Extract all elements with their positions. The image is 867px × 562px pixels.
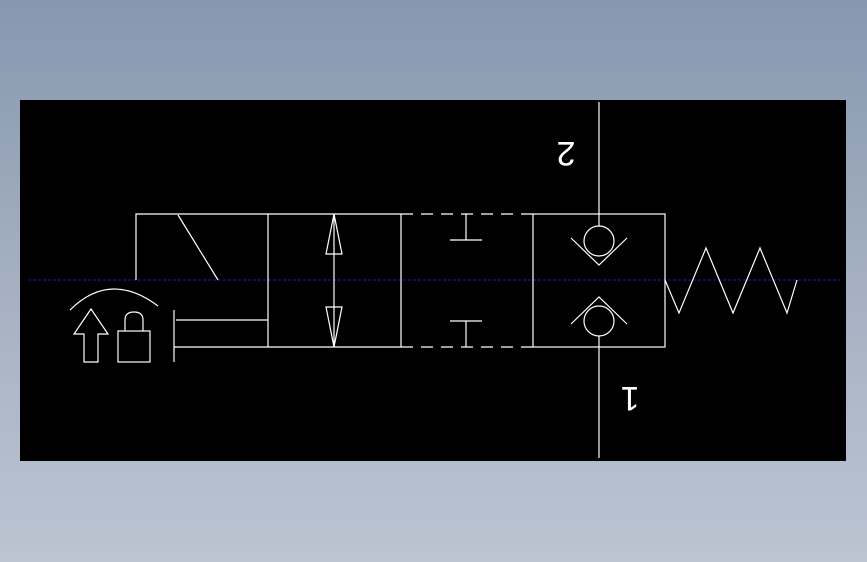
manual-override-lock-icon [69, 288, 159, 363]
port-label-2: 2 [557, 134, 576, 172]
valve-position-flow [268, 213, 402, 348]
spring-return [664, 246, 798, 315]
solenoid-actuator-box [135, 213, 269, 362]
port-label-1: 1 [621, 379, 640, 417]
valve-symbol-drawing: 2 1 [28, 102, 840, 458]
valve-position-blocked [401, 213, 533, 348]
cad-viewport[interactable]: 2 1 [20, 100, 846, 461]
